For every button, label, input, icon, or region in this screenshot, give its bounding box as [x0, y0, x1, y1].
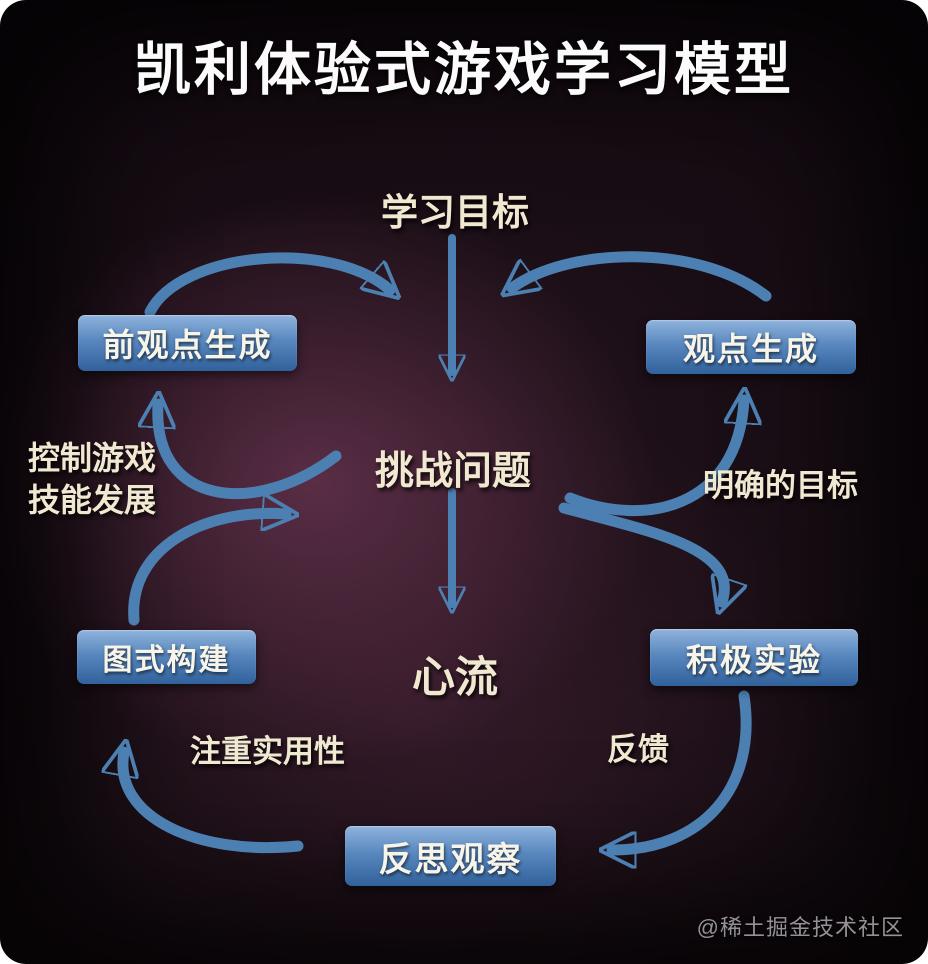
label-control-skill-line1: 控制游戏: [28, 440, 157, 476]
arrow-experiment-to-reflection: [612, 690, 752, 850]
node-prior-viewpoint: 前观点生成: [78, 315, 297, 371]
arrow-challenge-to-viewpoint: [564, 400, 744, 517]
diagram-title: 凯利体验式游戏学习模型: [134, 37, 794, 103]
label-feedback: 反馈: [607, 732, 669, 767]
arrow-schema-to-challenge: [128, 513, 286, 626]
arrow-reflection-to-schema: [123, 752, 304, 854]
label-practicality: 注重实用性: [190, 734, 345, 769]
node-schema-build: 图式构建: [77, 630, 256, 684]
node-viewpoint: 观点生成: [646, 320, 856, 374]
arrow-challenge-to-prior-viewpoint: [158, 404, 342, 500]
arrow-prior-viewpoint-to-challenge: [144, 252, 390, 318]
node-challenge: 挑战问题: [374, 450, 532, 493]
watermark: @稀土掘金技术社区: [696, 915, 904, 940]
node-flow: 心流: [412, 655, 498, 702]
label-clear-goal: 明确的目标: [703, 468, 858, 503]
arrow-challenge-to-experiment: [558, 502, 724, 602]
node-learning-goal: 学习目标: [381, 193, 529, 234]
label-control-skill-line2: 技能发展: [28, 482, 157, 518]
arrow-viewpoint-to-challenge: [512, 251, 772, 302]
node-experiment: 积极实验: [650, 629, 858, 686]
label-control-skill: 控制游戏 技能发展: [28, 437, 156, 521]
node-reflection: 反思观察: [345, 826, 556, 886]
